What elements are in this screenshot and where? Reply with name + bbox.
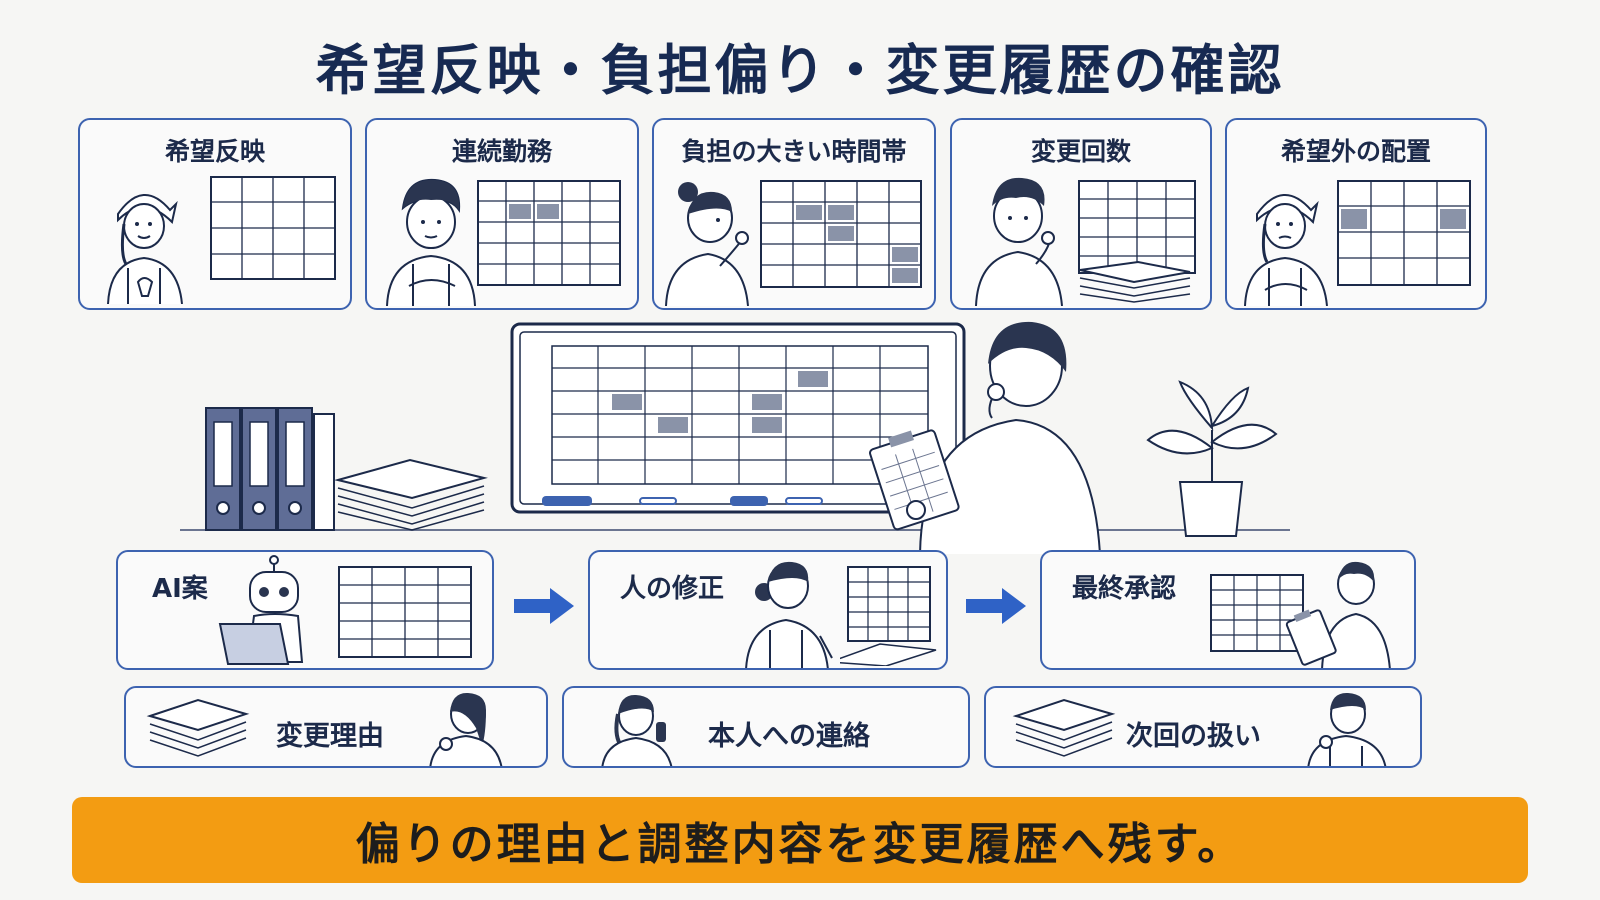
flow-step-ai-draft: AI案 <box>116 550 494 670</box>
flow-label-approval: 最終承認 <box>1072 574 1177 604</box>
schedule-grid <box>840 566 937 666</box>
flow-label-ai: AI案 <box>152 574 208 604</box>
card-change-count: 変更回数 <box>950 118 1212 310</box>
arrow-right-icon <box>966 588 1026 624</box>
item-next-handling: 次回の扱い <box>984 686 1422 768</box>
schedule-and-papers <box>1078 180 1196 303</box>
card-label-unwanted: 希望外の配置 <box>1280 137 1431 166</box>
whiteboard-schedule <box>510 322 966 514</box>
office-scene-illustration <box>180 321 1290 554</box>
flow-step-human-edit: 人の修正 <box>588 550 948 670</box>
item-change-reason: 変更理由 <box>124 686 548 768</box>
card-unwanted-assignment: 希望外の配置 <box>1225 118 1487 310</box>
schedule-grid <box>210 176 336 280</box>
flow-label-human: 人の修正 <box>620 574 725 604</box>
card-label-consecutive: 連続勤務 <box>451 137 552 166</box>
summary-banner: 偏りの理由と調整内容を変更履歴へ残す。 <box>72 797 1528 883</box>
item-contact-person: 本人への連絡 <box>562 686 970 768</box>
paper-stack-icon <box>334 458 488 531</box>
worker-man-illustration <box>386 178 476 306</box>
binders-icon <box>205 407 335 531</box>
schedule-grid <box>477 180 621 286</box>
schedule-grid <box>1337 180 1471 286</box>
flow-step-final-approval: 最終承認 <box>1040 550 1416 670</box>
manager-clipboard-illustration <box>1285 561 1391 668</box>
card-preference: 希望反映 <box>78 118 352 310</box>
card-label-change-count: 変更回数 <box>1030 137 1131 166</box>
worker-woman-concerned-illustration <box>1244 193 1328 306</box>
robot-laptop-illustration <box>218 555 304 665</box>
worker-man-thinking-illustration <box>975 177 1063 306</box>
schedule-grid <box>1210 574 1304 652</box>
card-label-heavy-hours: 負担の大きい時間帯 <box>681 137 907 166</box>
card-heavy-hours: 負担の大きい時間帯 <box>652 118 936 310</box>
label-next-handling: 次回の扱い <box>1126 721 1261 752</box>
page-title: 希望反映・負担偏り・変更履歴の確認 <box>315 39 1285 102</box>
worker-thinking-illustration <box>429 692 503 766</box>
arrow-right-icon <box>514 588 574 624</box>
label-contact-person: 本人への連絡 <box>708 721 870 752</box>
worker-woman-thinking-illustration <box>665 182 749 306</box>
manager-illustration <box>869 321 1101 554</box>
summary-banner-text: 偏りの理由と調整内容を変更履歴へ残す。 <box>355 819 1245 870</box>
paper-stack-icon <box>146 698 250 757</box>
worker-woman-illustration <box>107 193 183 304</box>
card-consecutive-shifts: 連続勤務 <box>365 118 639 310</box>
schedule-grid <box>338 566 472 658</box>
potted-plant-icon <box>1146 380 1278 537</box>
paper-stack-icon <box>1012 698 1116 757</box>
worker-man-thinking-illustration <box>1307 692 1387 766</box>
worker-writing-illustration <box>745 561 833 668</box>
worker-phone-illustration <box>601 694 673 766</box>
schedule-grid <box>760 180 922 288</box>
card-label-preference: 希望反映 <box>164 137 265 166</box>
label-change-reason: 変更理由 <box>276 721 384 752</box>
